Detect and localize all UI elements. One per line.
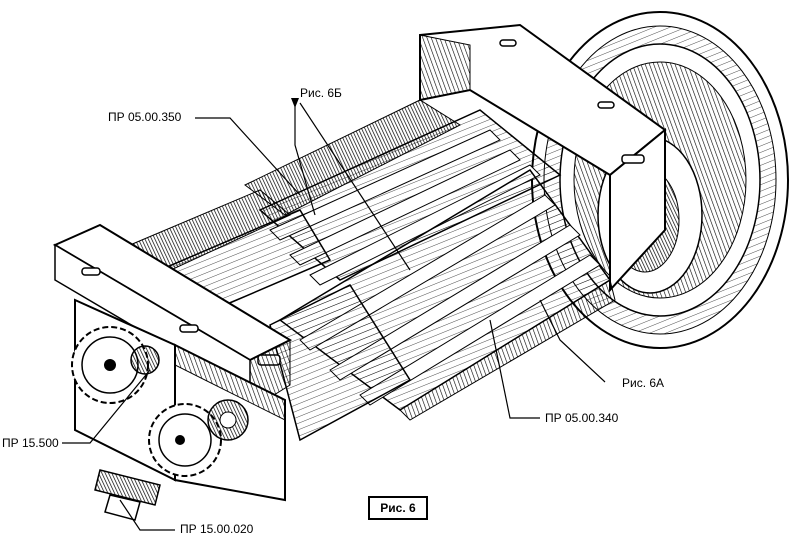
label-pr-15-500: ПР 15.500: [2, 436, 59, 450]
lower-roller: [269, 169, 616, 442]
right-bracket: [419, 23, 667, 293]
figure-caption: Рис. 6: [368, 496, 428, 520]
upper-sprocket: [71, 326, 160, 404]
label-pr-05-00-340: ПР 05.00.340: [545, 411, 619, 425]
leader-ris-6b-left: [294, 103, 316, 216]
leader-lines: [62, 102, 606, 531]
label-pr-15-00-020: ПР 15.00.020: [180, 522, 254, 536]
leader-pr-15-500: [62, 369, 151, 444]
leader-pr-05-00-350: [195, 117, 301, 196]
leader-pr-15-00-020: [119, 499, 175, 531]
label-ris-6a: Рис. 6А: [622, 376, 665, 390]
label-ris-6b: Рис. 6Б: [300, 86, 342, 100]
drive-shaft: [94, 469, 161, 521]
lower-sprocket: [148, 399, 249, 477]
leader-pr-05-00-340: [489, 319, 540, 419]
arrowhead-ris-6b: [291, 98, 299, 108]
leader-ris-6a: [539, 299, 606, 383]
label-pr-05-00-350: ПР 05.00.350: [108, 110, 182, 124]
leader-ris-6b-right: [299, 102, 411, 271]
